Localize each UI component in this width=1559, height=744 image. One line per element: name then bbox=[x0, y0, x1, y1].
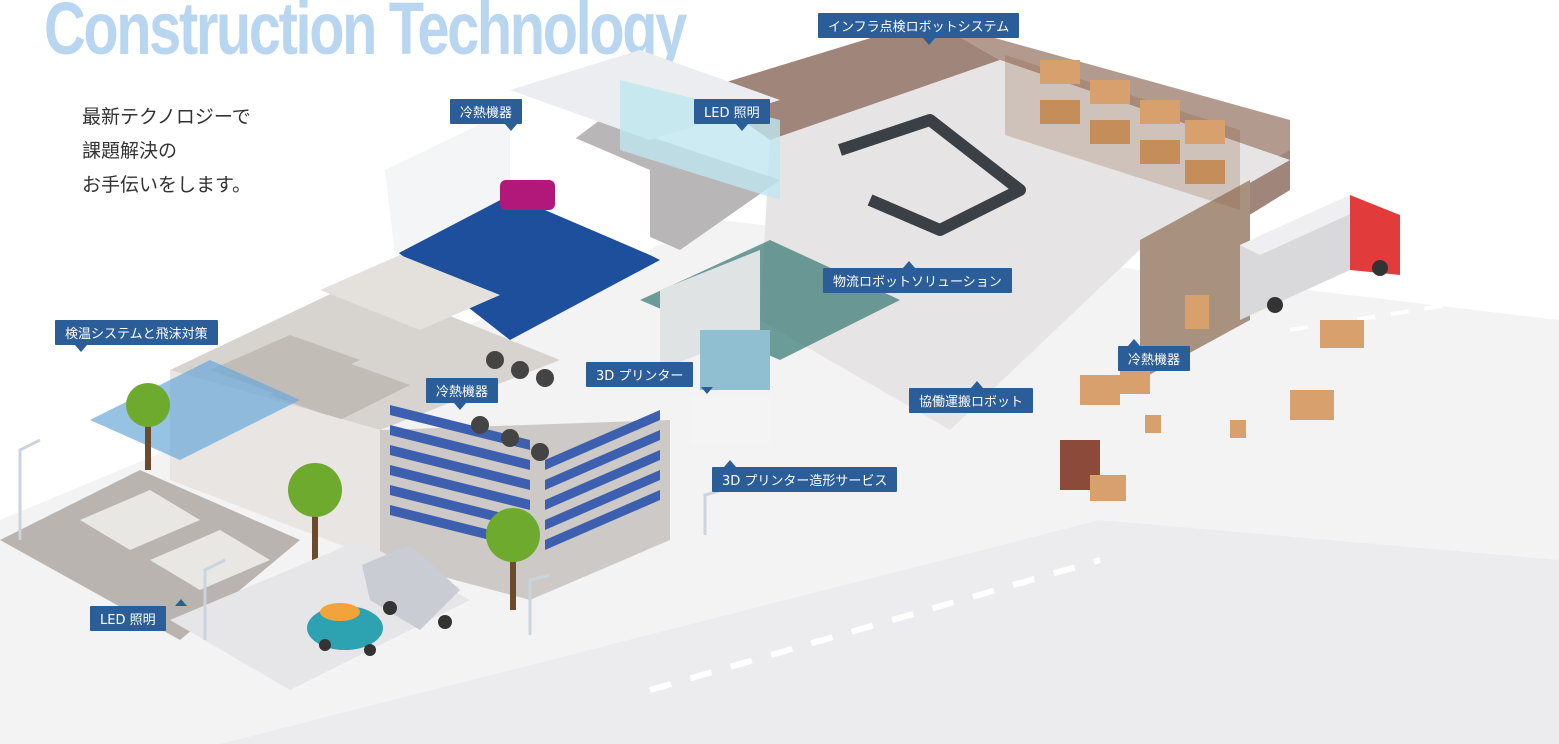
car bbox=[307, 603, 383, 656]
label-pointer bbox=[701, 387, 713, 394]
label-pointer bbox=[1128, 339, 1140, 346]
lab-white-room bbox=[690, 395, 770, 445]
conveyor-belt bbox=[838, 114, 1026, 236]
label-pointer bbox=[923, 38, 935, 45]
meeting-wall-right bbox=[510, 110, 650, 255]
trees bbox=[126, 383, 540, 610]
storage-racks bbox=[1005, 55, 1240, 210]
roof-panel bbox=[270, 360, 410, 420]
label-cooling-top[interactable]: 冷熱機器 bbox=[450, 99, 523, 131]
label-pointer bbox=[75, 345, 87, 352]
lab-equipment bbox=[700, 330, 770, 390]
label-collab-robot[interactable]: 協働運搬ロボット bbox=[909, 381, 1034, 413]
label-pointer bbox=[903, 261, 915, 268]
sofa bbox=[500, 180, 555, 210]
label-pointer bbox=[971, 381, 983, 388]
box-piles bbox=[1080, 295, 1364, 438]
label-infra-robot[interactable]: インフラ点検ロボットシステム bbox=[818, 13, 1020, 45]
label-pointer bbox=[175, 599, 187, 606]
meeting-wall-left bbox=[385, 110, 510, 255]
label-cooling-roof[interactable]: 冷熱機器 bbox=[426, 378, 499, 410]
van bbox=[362, 545, 460, 630]
label-3d-printer-text: 3D プリンター bbox=[596, 369, 684, 384]
roof-ac-block bbox=[320, 255, 500, 330]
tagline-line-1: 最新テクノロジーで bbox=[82, 106, 251, 128]
roof-fans bbox=[471, 351, 554, 461]
warehouse-back-wall bbox=[700, 20, 1000, 140]
road bbox=[220, 520, 1559, 744]
warehouse-right-wall bbox=[1140, 180, 1250, 380]
label-logistics-robot-text: 物流ロボットソリューション bbox=[833, 275, 1002, 290]
forklift bbox=[1060, 440, 1126, 501]
page-title: Construction Technology bbox=[44, 0, 687, 70]
label-led-top[interactable]: LED 照明 bbox=[694, 99, 770, 131]
label-pointer bbox=[505, 124, 517, 131]
label-pointer bbox=[736, 124, 748, 131]
label-cooling-right-text: 冷熱機器 bbox=[1128, 353, 1181, 368]
label-3d-printing-service-text: 3D プリンター造形サービス bbox=[722, 474, 888, 489]
label-3d-printer[interactable]: 3D プリンター bbox=[586, 362, 713, 394]
label-led-bottom[interactable]: LED 照明 bbox=[90, 599, 187, 631]
tagline: 最新テクノロジーで 課題解決の お手伝いをします。 bbox=[82, 100, 251, 202]
label-cooling-right[interactable]: 冷熱機器 bbox=[1118, 339, 1191, 371]
delivery-truck bbox=[1240, 195, 1400, 320]
street-lamps bbox=[18, 438, 723, 640]
label-temp-system-text: 検温システムと飛沫対策 bbox=[65, 327, 208, 342]
tagline-line-2: 課題解決の bbox=[82, 140, 178, 162]
label-infra-robot-text: インフラ点検ロボットシステム bbox=[828, 20, 1010, 35]
entrance-stairs bbox=[80, 490, 200, 550]
tagline-line-3: お手伝いをします。 bbox=[82, 174, 252, 196]
label-temp-system[interactable]: 検温システムと飛沫対策 bbox=[55, 320, 218, 352]
entrance-stairs bbox=[150, 530, 270, 590]
label-logistics-robot[interactable]: 物流ロボットソリューション bbox=[823, 261, 1012, 293]
label-3d-printing-service[interactable]: 3D プリンター造形サービス bbox=[712, 460, 898, 492]
label-cooling-top-text: 冷熱機器 bbox=[460, 106, 513, 121]
label-led-bottom-text: LED 照明 bbox=[100, 613, 156, 628]
road-lane-marking bbox=[649, 557, 1101, 693]
label-pointer bbox=[724, 460, 736, 467]
label-pointer bbox=[454, 403, 466, 410]
label-collab-robot-text: 協働運搬ロボット bbox=[919, 395, 1024, 410]
label-led-top-text: LED 照明 bbox=[704, 106, 760, 121]
entrance-canopy bbox=[90, 360, 300, 460]
label-cooling-roof-text: 冷熱機器 bbox=[436, 385, 489, 400]
